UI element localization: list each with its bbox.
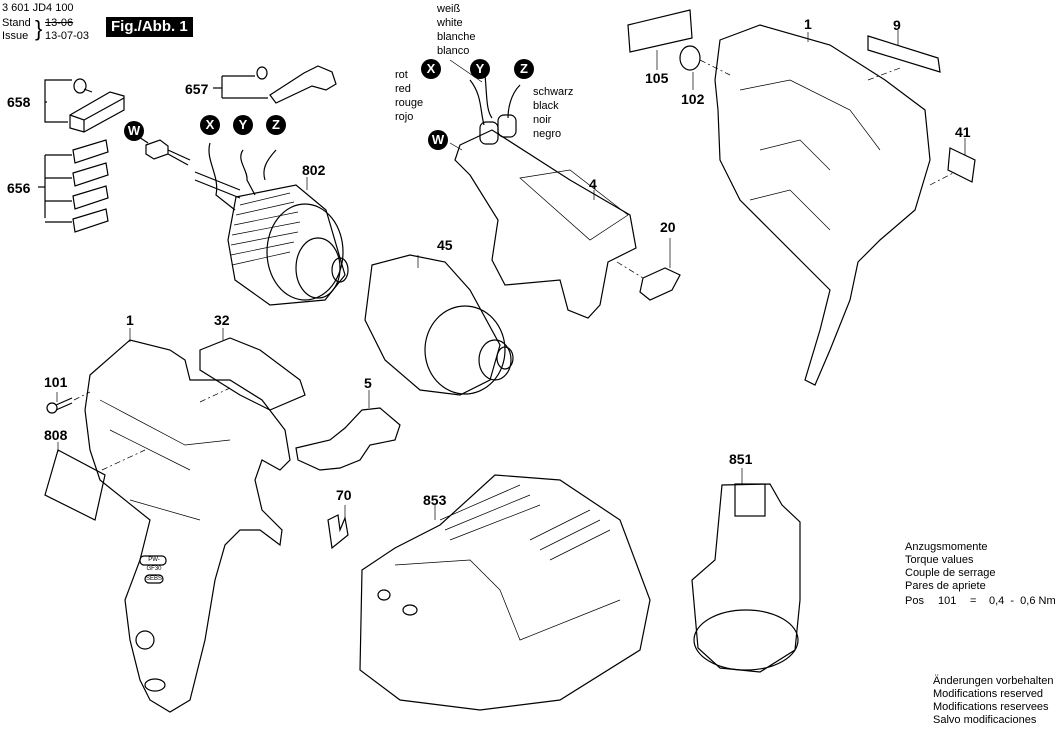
disclaimer-fr: Modifications reservees <box>933 701 1049 713</box>
part-656-brush-plates <box>72 139 109 233</box>
motor-wires <box>194 142 277 211</box>
part-label-851: 851 <box>729 451 753 467</box>
wire-black-en: black <box>533 100 559 112</box>
torque-heading-en: Torque values <box>905 554 974 566</box>
part-label-656: 656 <box>7 180 31 196</box>
motor-connector-x-marker: X <box>200 115 220 135</box>
part-9-label <box>867 30 941 81</box>
torque-range: 0,4 - 0,6 Nm <box>989 595 1056 607</box>
part-20-trigger <box>616 238 681 301</box>
part-label-657: 657 <box>185 81 209 97</box>
part-label-70: 70 <box>336 487 352 503</box>
motor-connector-z-marker: Z <box>266 115 286 135</box>
connector-w-marker: W <box>428 130 448 150</box>
handle-marking-material: PW-GF30 <box>146 557 162 572</box>
part-label-20: 20 <box>660 219 676 235</box>
torque-pos-label: Pos <box>905 595 924 607</box>
stand-label: Stand <box>2 17 31 29</box>
torque-heading-de: Anzugsmomente <box>905 541 988 553</box>
part-45-gearbox <box>364 254 514 396</box>
connector-x-marker: X <box>421 59 441 79</box>
wire-red-es: rojo <box>395 111 414 123</box>
part-label-5: 5 <box>364 375 372 391</box>
part-802-motor <box>227 177 349 306</box>
callout-656 <box>38 154 72 223</box>
part-101-screw <box>46 391 91 414</box>
part-label-808: 808 <box>44 427 68 443</box>
part-label-658: 658 <box>7 94 31 110</box>
wire-black-de: schwarz <box>533 86 574 98</box>
part-1-housing-left <box>84 328 291 713</box>
wire-black-fr: noir <box>533 114 552 126</box>
wire-red-fr: rouge <box>395 97 424 109</box>
part-851-battery <box>691 468 801 673</box>
connector-y-marker: Y <box>470 59 490 79</box>
disclaimer-en: Modifications reserved <box>933 688 1044 700</box>
callout-657 <box>213 75 268 99</box>
issue-label: Issue <box>2 30 29 42</box>
wire-white-en: white <box>437 17 463 29</box>
part-label-853: 853 <box>423 492 447 508</box>
motor-connector-w <box>135 134 191 166</box>
part-102-cap <box>679 45 731 90</box>
wire-black-es: negro <box>533 128 562 140</box>
part-32-switch-cover <box>199 328 306 411</box>
torque-heading-es: Pares de apriete <box>905 580 986 592</box>
part-41-label <box>929 138 976 186</box>
stand-old-date: 13-06 <box>45 17 74 29</box>
callout-658 <box>44 79 72 123</box>
part-label-41: 41 <box>955 124 971 140</box>
disclaimer-de: Änderungen vorbehalten <box>933 675 1054 687</box>
part-657-bracket <box>256 65 337 104</box>
part-853-charger <box>359 474 651 711</box>
brace-icon: } <box>35 16 43 41</box>
part-label-32: 32 <box>214 312 230 328</box>
part-label-105: 105 <box>645 70 669 86</box>
part-808-label <box>44 442 146 521</box>
figure-label: Fig./Abb. 1 <box>106 17 193 37</box>
connector-z-marker: Z <box>514 59 534 79</box>
handle-marking-sebs: SEBS <box>145 576 162 582</box>
part-5-switch-slider <box>295 390 401 471</box>
part-70-spring-clip <box>327 505 349 550</box>
wire-red-en: red <box>395 83 411 95</box>
part-658-screw <box>73 78 93 94</box>
part-658-clamp <box>69 91 125 133</box>
part-label-802: 802 <box>302 162 326 178</box>
wire-red-de: rot <box>395 69 408 81</box>
part-1-housing-right <box>714 24 931 386</box>
part-label-9: 9 <box>893 17 901 33</box>
issue-date: 13-07-03 <box>45 30 90 42</box>
torque-equals: = <box>970 595 977 607</box>
part-label-102: 102 <box>681 91 705 107</box>
part-label-4: 4 <box>589 176 597 192</box>
motor-connector-y-marker: Y <box>233 115 253 135</box>
torque-heading-fr: Couple de serrage <box>905 567 996 579</box>
part-label-1-left: 1 <box>126 312 134 328</box>
part-105-cover <box>627 9 693 70</box>
wire-white-fr: blanche <box>437 31 476 43</box>
part-label-1-right: 1 <box>804 16 812 32</box>
disclaimer-es: Salvo modificaciones <box>933 714 1037 726</box>
torque-pos-value: 101 <box>938 595 957 607</box>
motor-connector-w-marker: W <box>124 121 144 141</box>
doc-number: 3 601 JD4 100 <box>2 2 74 14</box>
wire-white-de: weiß <box>437 3 461 15</box>
part-label-45: 45 <box>437 237 453 253</box>
wire-white-es: blanco <box>437 45 470 57</box>
part-4-electronic-switch <box>449 59 637 319</box>
part-label-101: 101 <box>44 374 68 390</box>
